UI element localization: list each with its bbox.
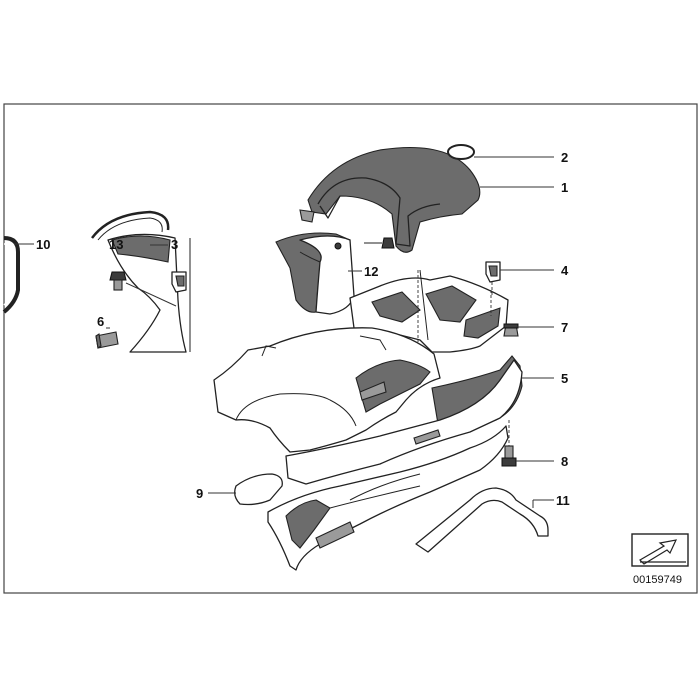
part-10-seal-strip (2, 236, 20, 314)
diagram-frame (3, 103, 698, 594)
callout-9: 9 (196, 486, 203, 501)
callout-10: 10 (36, 237, 50, 252)
part-9-pad (234, 473, 283, 506)
leader-lines (14, 156, 554, 508)
callout-7: 7 (561, 320, 568, 335)
part-2-grommet (447, 144, 475, 160)
part-11-hose (415, 487, 549, 553)
callout-1: 1 (561, 180, 568, 195)
callout-5: 5 (561, 371, 568, 386)
part-7-expansion-nut (503, 323, 519, 337)
part-1-seat-cowl (299, 146, 481, 253)
callout-2: 2 (561, 150, 568, 165)
part-13-screw (109, 271, 177, 307)
part-8-bolt (501, 420, 517, 467)
callout-3: 3 (171, 237, 178, 252)
callout-8: 8 (561, 454, 568, 469)
part-5-side-trim (285, 355, 523, 485)
document-number: 00159749 (633, 574, 682, 586)
callout-6: 6 (97, 314, 104, 329)
rear-underbody-tray (349, 269, 509, 353)
callout-4: 4 (561, 263, 569, 278)
inset-detail-left (91, 210, 191, 353)
callout-12: 12 (364, 264, 378, 279)
callout-13: 13 (109, 237, 123, 252)
rear-fender-inner (213, 327, 441, 453)
part-4-clip (485, 261, 501, 296)
lower-trim-panel (267, 425, 509, 571)
part-6-plug (95, 331, 119, 349)
callout-11: 11 (556, 493, 570, 508)
part-12-storage-box (275, 232, 395, 315)
direction-arrow-icon (631, 533, 689, 567)
